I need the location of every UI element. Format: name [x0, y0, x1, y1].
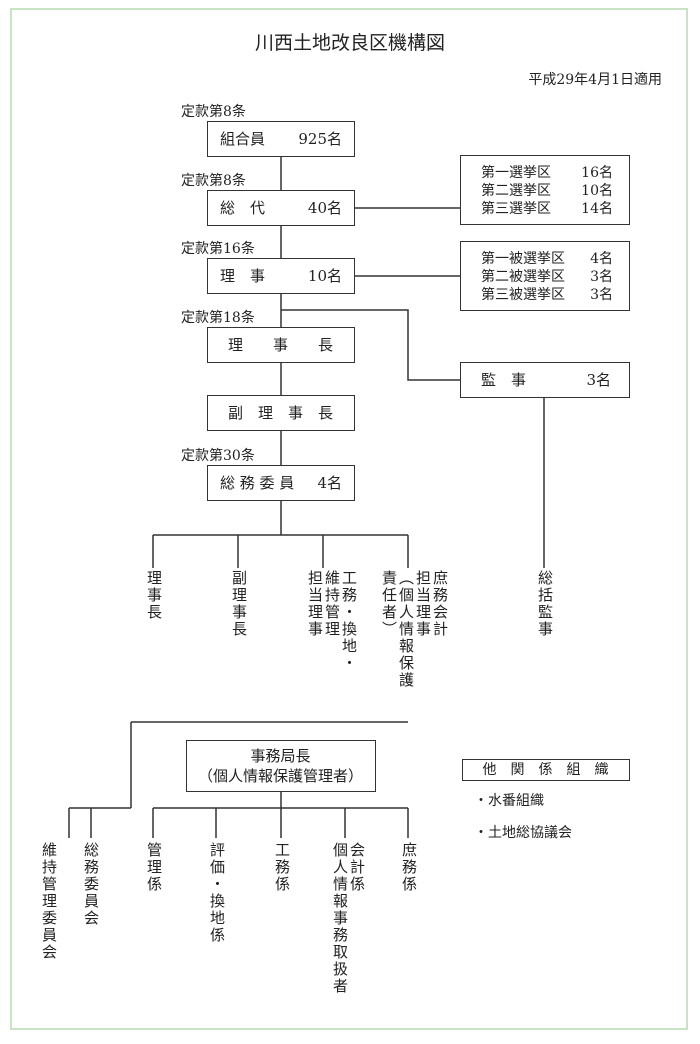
- secretariat-subtitle: （個人情報保護管理者）: [197, 767, 363, 785]
- delegates-count: 40名: [307, 199, 342, 217]
- section-general-affairs: 庶務係: [400, 842, 418, 893]
- auditor-box: 監 事 3名: [460, 362, 630, 398]
- article-label-committee: 定款第30条: [181, 448, 255, 464]
- members-label: 組合員: [220, 130, 266, 148]
- role-chairman: 理事長: [145, 570, 163, 621]
- directors-label: 理 事: [220, 267, 266, 285]
- vice-chairman-box: 副 理 事 長: [207, 395, 355, 431]
- vice-chairman-label: 副 理 事 長: [227, 404, 333, 422]
- general-committee-box: 総 務 委 員 4名: [207, 465, 355, 501]
- chairman-label: 理 事 長: [227, 336, 333, 354]
- section-works: 工務係: [273, 842, 291, 893]
- other-org-item: ・土地総協議会: [474, 825, 572, 841]
- members-count: 925名: [298, 130, 342, 148]
- role-general-affairs-director: 庶務会計担当理事（個人情報保護責任者）: [380, 570, 449, 689]
- role-vice-chairman: 副理事長: [230, 570, 248, 638]
- maintenance-committee: 維持管理委員会: [40, 842, 58, 961]
- role-works-director: 工務・換地・維持管理担当理事: [306, 570, 358, 672]
- secretariat-title: 事務局長: [250, 747, 311, 765]
- members-box: 組合員 925名: [207, 121, 355, 157]
- other-org-item: ・水番組織: [474, 793, 544, 809]
- auditor-label: 監 事: [481, 371, 527, 389]
- directors-count: 10名: [307, 267, 342, 285]
- general-committee-count: 4名: [317, 474, 342, 492]
- section-accounting: 会計係個人情報事務取扱者: [331, 842, 366, 995]
- article-label-delegates: 定款第8条: [181, 173, 246, 189]
- section-management: 管理係: [145, 842, 163, 893]
- general-committee-label: 総 務 委 員: [220, 474, 295, 492]
- page-border: [10, 8, 688, 1030]
- effective-date: 平成29年4月1日適用: [528, 72, 662, 88]
- secretariat-box: 事務局長 （個人情報保護管理者）: [186, 740, 376, 792]
- other-orgs-header: 他 関 係 組 織: [482, 762, 609, 778]
- other-orgs-header-box: 他 関 係 組 織: [462, 759, 630, 781]
- auditor-count: 3名: [586, 371, 611, 389]
- general-auditor: 総括監事: [536, 570, 554, 638]
- article-label-chairman: 定款第18条: [181, 310, 255, 326]
- delegates-label: 総 代: [220, 199, 266, 217]
- page-title: 川西土地改良区機構図: [254, 32, 445, 54]
- directors-box: 理 事 10名: [207, 258, 355, 294]
- article-label-members: 定款第8条: [181, 104, 246, 120]
- article-label-directors: 定款第16条: [181, 241, 255, 257]
- general-affairs-committee: 総務委員会: [82, 842, 100, 927]
- section-valuation: 評価・換地係: [208, 842, 226, 944]
- chairman-box: 理 事 長: [207, 327, 355, 363]
- delegates-box: 総 代 40名: [207, 190, 355, 226]
